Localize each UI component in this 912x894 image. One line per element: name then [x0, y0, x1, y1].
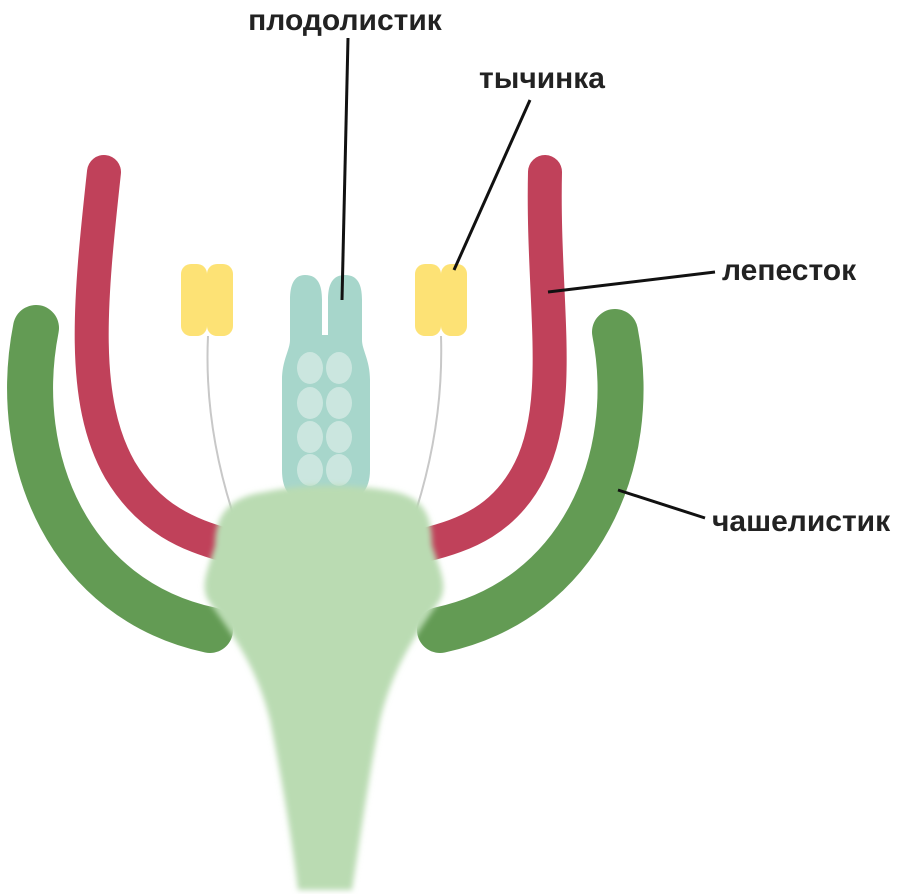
label-carpel: плодолистик — [248, 4, 443, 37]
ovule — [297, 352, 323, 384]
ovule — [326, 352, 352, 384]
ovule — [297, 387, 323, 419]
stamen-anther-left — [181, 264, 233, 336]
carpel — [282, 275, 370, 500]
petal-right — [425, 172, 550, 545]
label-stamen: тычинка — [479, 62, 605, 95]
petal-left — [92, 172, 225, 545]
stamen-filament-right — [413, 336, 441, 520]
ovule — [326, 387, 352, 419]
leader-line-carpel — [342, 38, 348, 300]
label-petal: лепесток — [722, 254, 857, 287]
leader-line-stamen — [454, 100, 530, 270]
stamen-anther-right — [415, 264, 467, 336]
stamen-filament-left — [207, 336, 235, 520]
receptacle — [205, 486, 444, 890]
ovule — [326, 421, 352, 453]
ovule — [326, 454, 352, 486]
leader-line-sepal — [618, 490, 705, 518]
leader-line-petal — [548, 272, 715, 292]
ovule — [297, 421, 323, 453]
ovule — [297, 454, 323, 486]
label-sepal: чашелистик — [712, 505, 891, 538]
